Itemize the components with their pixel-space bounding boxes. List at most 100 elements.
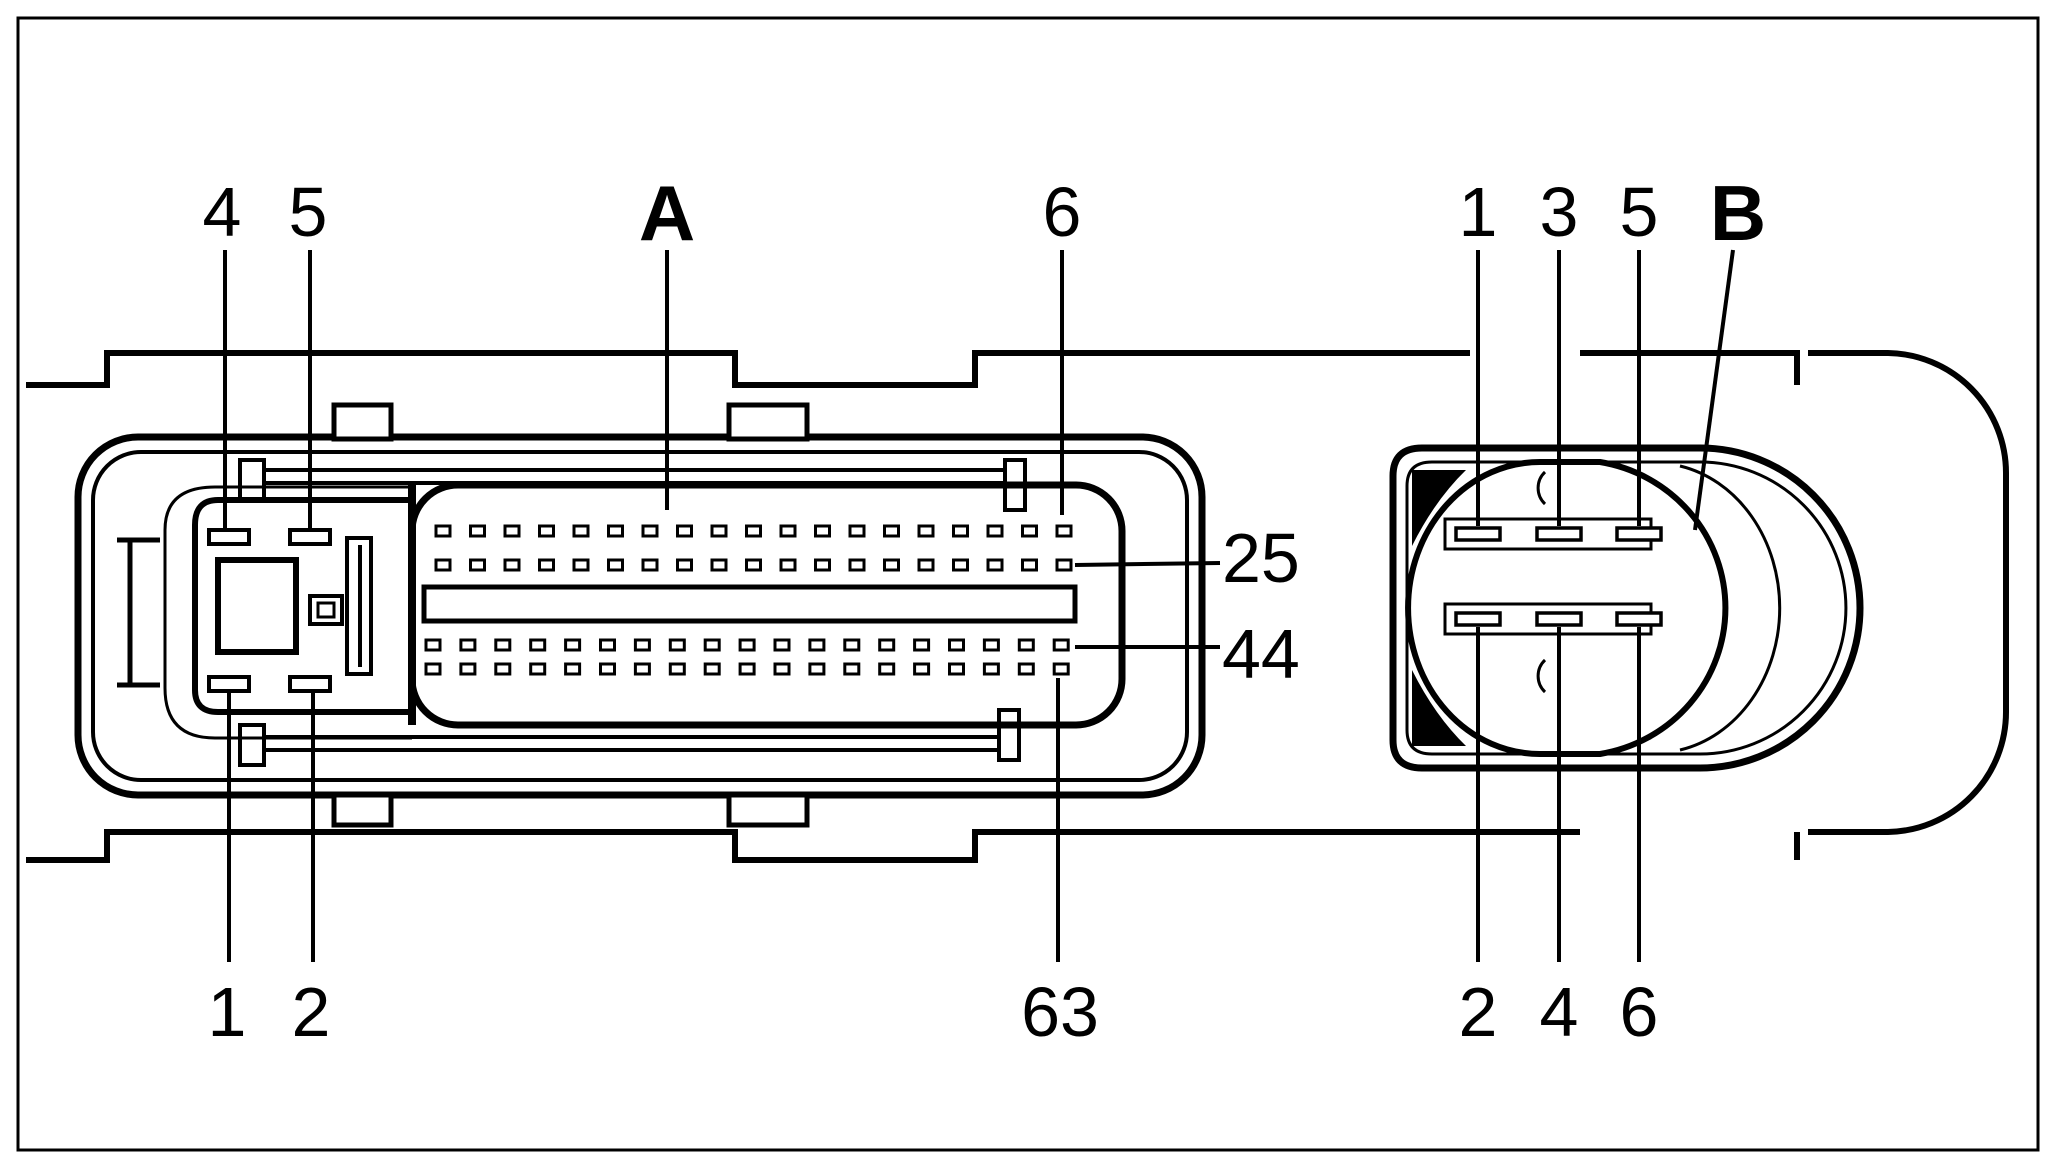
connector-a-rail-stop	[238, 458, 266, 502]
connector-b-letter: B	[1710, 169, 1766, 257]
connector-a-power-pin-4	[207, 528, 251, 546]
label-b-pin-6: 6	[1620, 973, 1659, 1051]
connector-a-signal-pin	[641, 524, 659, 538]
connector-b-corner	[1412, 470, 1466, 546]
connector-a-signal-pin	[572, 558, 590, 572]
connector-a-signal-pin	[494, 638, 512, 652]
connector-b-pin	[1615, 526, 1663, 542]
label-b-pin-5: 5	[1620, 173, 1659, 251]
connector-a-signal-pin	[434, 558, 452, 572]
connector-a-signal-pin	[738, 662, 756, 676]
label-a-pin-25: 25	[1222, 519, 1300, 597]
connector-b-cavity	[1405, 459, 1729, 757]
connector-b-corner	[1412, 670, 1466, 746]
connector-a-signal-pin	[469, 558, 486, 572]
connector-a-latch-tab	[331, 402, 394, 442]
connector-a-signal-pin	[494, 662, 512, 676]
connector-a-inner-shroud	[91, 450, 1189, 782]
connector-a-signal-pin	[982, 662, 1000, 676]
connector-a-signal-pin	[459, 638, 477, 652]
connector-a-signal-pin	[948, 662, 965, 676]
connector-b-pin	[1535, 611, 1583, 627]
label-b-pin-3: 3	[1540, 173, 1579, 251]
connector-b-cavity-arc	[1679, 464, 1782, 752]
connector-a-signal-pin	[986, 524, 1004, 538]
connector-a-signal-pin	[703, 638, 721, 652]
connector-a-signal-pin	[607, 558, 624, 572]
connector-a-signal-pin	[668, 638, 686, 652]
connector-a-signal-pin	[913, 638, 931, 652]
connector-a-signal-pin	[572, 524, 590, 538]
connector-a-key	[308, 594, 344, 626]
connector-a-signal-pin	[469, 524, 486, 538]
connector-a-signal-pin	[424, 662, 442, 676]
ecu-housing-outline	[26, 350, 2009, 863]
connector-a-latch-tab	[726, 792, 810, 828]
connector-a-signal-pin	[814, 524, 831, 538]
connector-a-power-section-inner	[163, 485, 412, 740]
connector-b-pin	[1454, 611, 1502, 627]
figure-border	[16, 16, 2040, 1152]
connector-b-key-top	[1536, 470, 1547, 506]
label-a-pin-6: 6	[1043, 173, 1082, 251]
connector-b-pins	[1454, 526, 1663, 627]
connector-a-signal-pin	[1021, 558, 1038, 572]
connector-a-power-section	[192, 497, 412, 715]
connector-a-signal-pin	[599, 638, 616, 652]
connector-a-signal-pin	[814, 558, 831, 572]
connector-b-key-bottom	[1536, 658, 1547, 694]
connector-a-signal-pin	[745, 524, 762, 538]
connector-a-signal-pin	[745, 558, 762, 572]
connector-a-power-pin-1	[207, 675, 251, 693]
label-a-pin-63: 63	[1021, 973, 1099, 1051]
connector-a-signal-pin	[878, 662, 896, 676]
connector-a-signal-pin	[773, 662, 791, 676]
connector-b-housing-inner	[1405, 460, 1848, 756]
connector-a-signal-pin	[843, 662, 861, 676]
connector-a-signal-pin	[529, 638, 547, 652]
connector-a-signal-pin	[641, 558, 659, 572]
connector-a-signal-pin	[676, 524, 693, 538]
connector-a-signal-pin	[424, 638, 442, 652]
connector-a-signal-pin	[633, 662, 651, 676]
connector-a-signal-pin	[703, 662, 721, 676]
label-a-pin-1: 1	[208, 973, 247, 1051]
connector-a-signal-pin	[917, 558, 935, 572]
connector-a-signal-pin	[843, 638, 861, 652]
connector-a-signal-pin	[808, 638, 826, 652]
connector-a-signal-pin	[633, 638, 651, 652]
connector-a-signal-pin	[503, 558, 521, 572]
connector-a-signal-pin	[1055, 558, 1073, 572]
label-a-pin-2: 2	[292, 973, 331, 1051]
connector-a-signal-pin	[986, 558, 1004, 572]
connector-a-signal-pin	[779, 524, 797, 538]
connector-a-signal-pin	[883, 558, 900, 572]
connector-a-signal-pin	[434, 524, 452, 538]
leader-line-a-25	[1074, 561, 1221, 567]
connector-a-signal-pin	[564, 662, 582, 676]
connector-a-power-pin-5	[288, 528, 332, 546]
connector-a-signal-pin	[917, 524, 935, 538]
connector-a-signal-pin	[676, 558, 693, 572]
connector-a-divider-bar	[421, 584, 1078, 624]
label-b-pin-2: 2	[1459, 973, 1498, 1051]
connector-b-pin	[1454, 526, 1502, 542]
connector-a-signal-pin	[1021, 524, 1038, 538]
connector-a-center-block	[215, 557, 299, 655]
connector-a-signal-pin	[503, 524, 521, 538]
connector-a-signal-pin	[607, 524, 624, 538]
connector-a-signal-pin	[710, 524, 728, 538]
connector-a-signal-pin	[599, 662, 616, 676]
connector-a-signal-pin	[878, 638, 896, 652]
connector-a-signal-pin	[459, 662, 477, 676]
connector-a-key-inner	[316, 601, 336, 619]
label-a-pin-44: 44	[1222, 615, 1300, 693]
connector-b-housing	[1389, 444, 1864, 772]
connector-a-signal-pin	[710, 558, 728, 572]
connector-a-signal-pin	[948, 638, 965, 652]
connector-a-signal-pin	[952, 558, 969, 572]
connector-a-signal-pin	[1052, 638, 1070, 652]
connector-a-signal-pin	[529, 662, 547, 676]
connector-a-signal-pin	[779, 558, 797, 572]
